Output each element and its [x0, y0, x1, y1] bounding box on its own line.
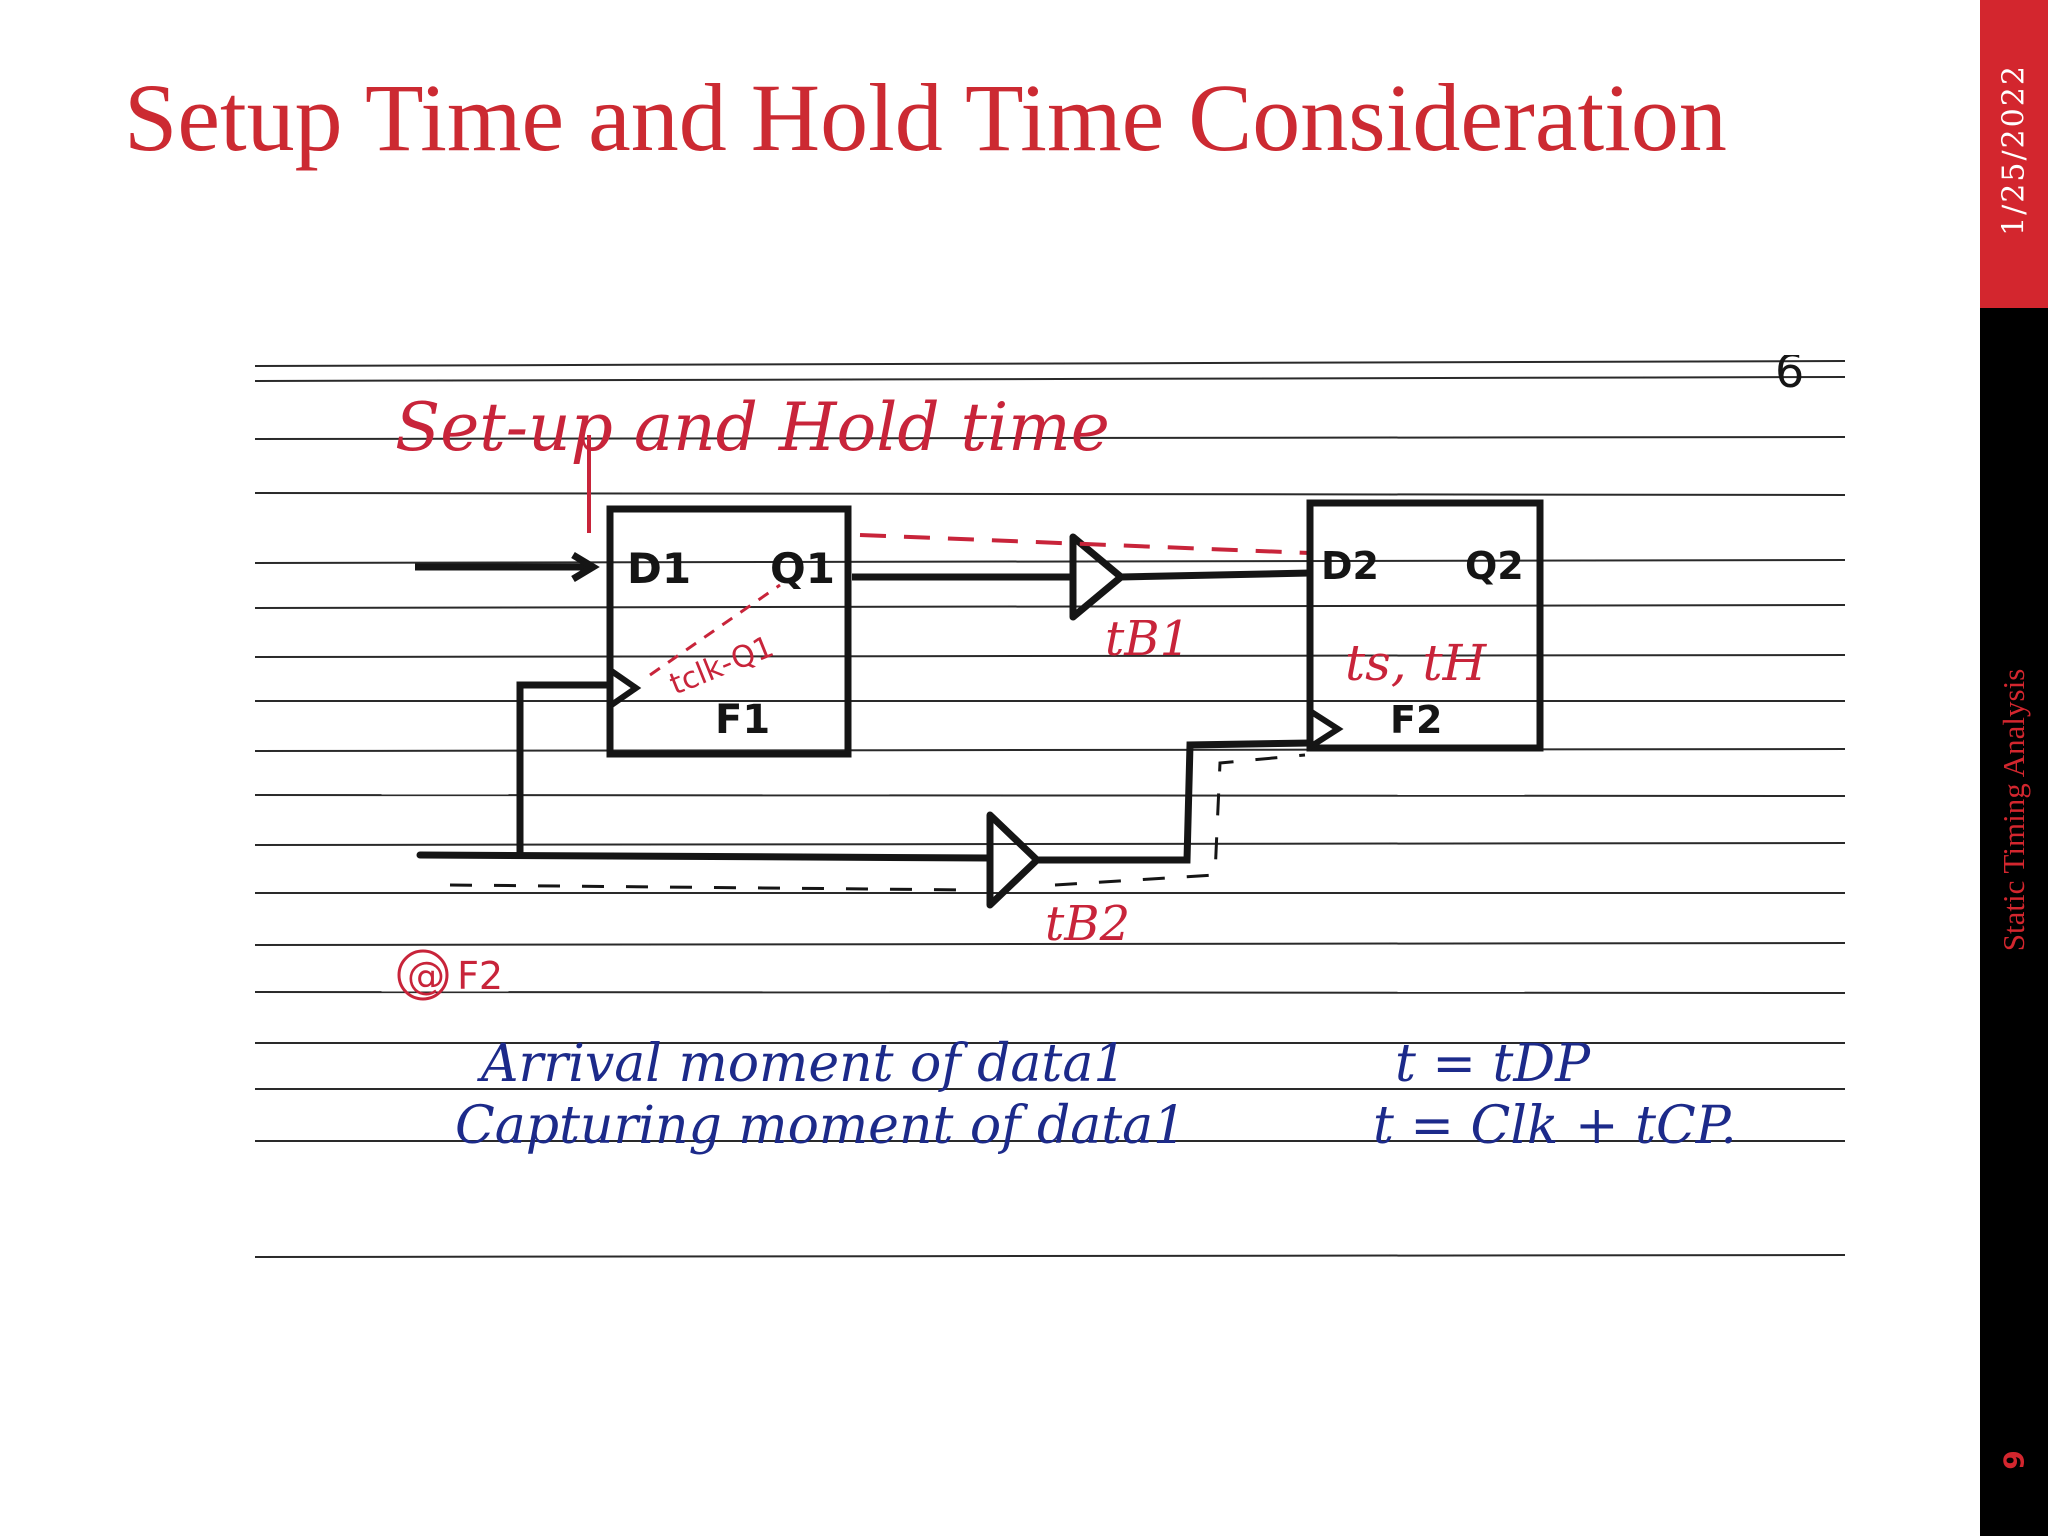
f1-name-label: F1 [715, 697, 770, 743]
at-marker-circle [397, 949, 449, 1001]
flip-flop-f1 [606, 505, 852, 758]
buffer-1-label: tB1 [1105, 611, 1190, 667]
f2-timing-label: ts, tH [1345, 634, 1488, 692]
clock-network [416, 681, 1314, 909]
notebook-photo: 6 Set-up and Hold time D1 Q1 F1 tclk-Q1 … [255, 355, 1845, 1265]
f2-name-label: F2 [1390, 698, 1442, 742]
side-bar-date-panel [1980, 0, 2048, 308]
at-marker: @ F2 [407, 954, 503, 998]
buffer-1 [1069, 533, 1125, 621]
course-title: Static Timing Analysis [1996, 668, 2031, 952]
arrival-text: Arrival moment of data1 [477, 1034, 1126, 1094]
flip-flop-f2 [1306, 499, 1544, 752]
side-bar-panel [1980, 308, 2048, 1536]
capture-text: Capturing moment of data1 [455, 1096, 1186, 1156]
f1-clock-symbol [608, 667, 642, 709]
slide-date: 1/25/2022 [1996, 64, 2032, 236]
ruled-lines [255, 360, 1845, 1258]
f1-d-label: D1 [627, 544, 691, 593]
page-mark: 6 [1775, 355, 1804, 398]
slide-title: Setup Time and Hold Time Consideration [124, 64, 1727, 171]
f2-d-label: D2 [1321, 544, 1379, 588]
notebook-heading: Set-up and Hold time [395, 389, 1110, 466]
clk-to-q-dashes [649, 583, 781, 677]
data-input-arrow [415, 551, 600, 583]
f2-q-label: Q2 [1465, 544, 1524, 588]
page-number: 9 [1997, 1450, 2031, 1470]
d2-wire [1120, 569, 1311, 581]
data-path-dashes [859, 533, 1311, 555]
f1-q-label: Q1 [770, 544, 835, 593]
f2-clock-symbol [1308, 708, 1344, 750]
buffer-2-label: tB2 [1045, 896, 1130, 952]
clock-path-dashes [449, 753, 1306, 892]
capture-equation: t = Clk + tCP. [1373, 1096, 1737, 1156]
arrival-equation: t = tDP [1395, 1034, 1591, 1094]
